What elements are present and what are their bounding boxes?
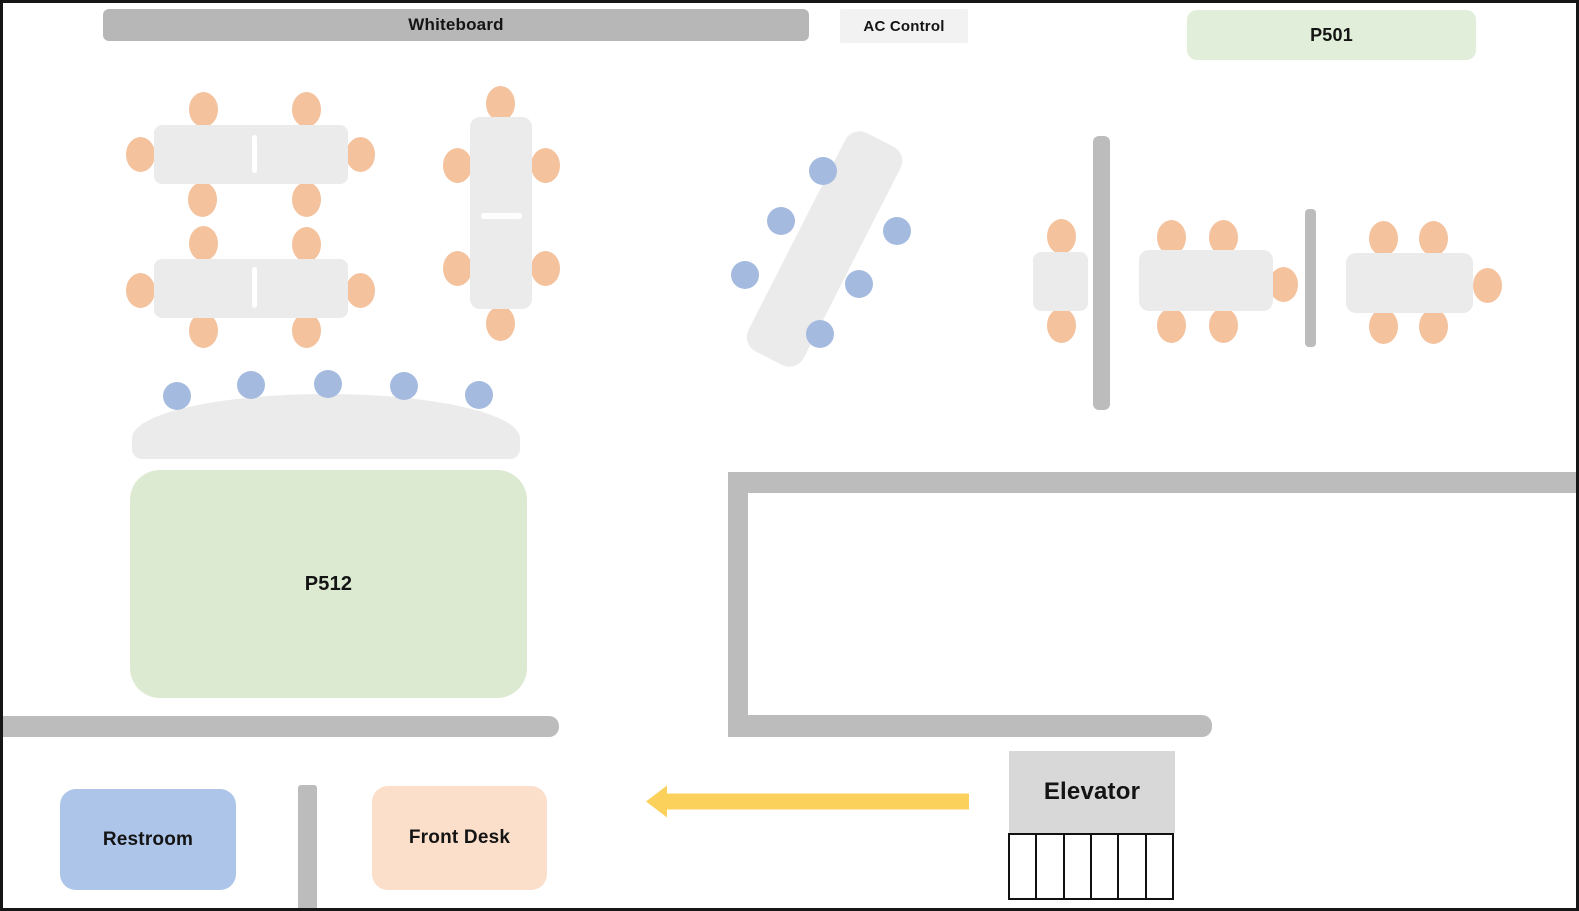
table — [1033, 252, 1088, 311]
chair-blue — [806, 320, 834, 348]
chair-blue — [237, 371, 265, 399]
front-desk: Front Desk — [372, 786, 547, 890]
chair-orange — [1046, 218, 1076, 254]
chair-blue — [163, 382, 191, 410]
chair-blue — [465, 381, 493, 409]
ac-control-label: AC Control — [863, 17, 945, 35]
room-p501: P501 — [1187, 10, 1476, 60]
wall-bottom-right — [728, 715, 1212, 737]
chair-orange — [188, 225, 218, 261]
wall-vertical-right — [728, 472, 748, 737]
chair-orange — [1208, 307, 1238, 343]
chair-orange — [125, 136, 155, 172]
chair-orange — [442, 250, 472, 286]
restroom-label: Restroom — [102, 828, 194, 850]
table — [154, 125, 348, 184]
stair-cell — [1065, 835, 1092, 898]
table-divider — [252, 135, 257, 173]
chair-orange — [187, 181, 217, 217]
chair-orange — [1156, 219, 1186, 255]
whiteboard: Whiteboard — [103, 9, 809, 41]
chair-orange — [1472, 267, 1502, 303]
whiteboard-label: Whiteboard — [408, 15, 504, 34]
wall-top-right — [728, 472, 1576, 493]
wall-short-mid — [1305, 209, 1316, 347]
front-desk-label: Front Desk — [408, 827, 511, 848]
chair-blue — [767, 207, 795, 235]
chair-orange — [291, 91, 321, 127]
chair-orange — [485, 85, 515, 121]
elevator: Elevator — [1009, 751, 1175, 833]
chair-blue — [731, 261, 759, 289]
chair-orange — [1418, 220, 1448, 256]
chair-orange — [188, 312, 218, 348]
chair-blue — [314, 370, 342, 398]
wall-left-bottom — [3, 716, 559, 737]
restroom: Restroom — [60, 789, 236, 890]
chair-blue — [883, 217, 911, 245]
stair-cell — [1119, 835, 1147, 898]
chair-orange — [291, 312, 321, 348]
stair-cell — [1147, 835, 1172, 898]
chair-orange — [442, 147, 472, 183]
stair-cell — [1037, 835, 1065, 898]
chair-orange — [1208, 219, 1238, 255]
left-arrow-icon — [646, 785, 969, 818]
stair-cell — [1010, 835, 1038, 898]
table — [154, 259, 348, 318]
elevator-label: Elevator — [1043, 778, 1141, 805]
chair-orange — [345, 272, 375, 308]
table — [1346, 253, 1473, 313]
chair-orange — [1368, 308, 1398, 344]
chair-orange — [291, 181, 321, 217]
room-p512: P512 — [130, 470, 527, 698]
table — [1139, 250, 1273, 311]
chair-orange — [1156, 307, 1186, 343]
ac-control: AC Control — [840, 9, 968, 43]
chair-blue — [390, 372, 418, 400]
chair-blue — [809, 157, 837, 185]
table-divider — [481, 213, 522, 219]
chair-orange — [1046, 307, 1076, 343]
direction-arrow-left — [646, 785, 969, 818]
wall-tall-mid — [1093, 136, 1110, 410]
chair-orange — [188, 91, 218, 127]
chair-orange — [530, 250, 560, 286]
chair-orange — [345, 136, 375, 172]
chair-orange — [530, 147, 560, 183]
room-p512-label: P512 — [304, 572, 353, 595]
wall-reception-divider — [298, 785, 317, 908]
left-arrow-shape — [646, 785, 969, 818]
chair-orange — [291, 226, 321, 262]
table-divider — [252, 267, 257, 308]
room-p501-label: P501 — [1310, 24, 1353, 45]
chair-blue — [845, 270, 873, 298]
chair-orange — [1368, 220, 1398, 256]
stair-cell — [1092, 835, 1120, 898]
chair-orange — [125, 272, 155, 308]
chair-orange — [1268, 266, 1298, 302]
elevator-stairs — [1008, 833, 1174, 900]
chair-orange — [1418, 308, 1448, 344]
chair-orange — [485, 305, 515, 341]
podium — [132, 394, 520, 459]
